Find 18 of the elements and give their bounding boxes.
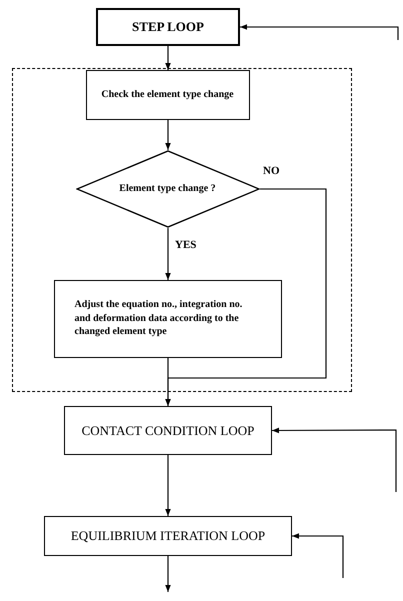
process-box: CONTACT CONDITION LOOP (64, 406, 272, 455)
dashed-group-box (12, 68, 352, 392)
arrow (165, 556, 171, 592)
arrow (165, 228, 171, 280)
arrow (292, 533, 344, 578)
process-box: Check the element type change (86, 70, 250, 120)
arrow (165, 46, 171, 70)
process-box: EQUILIBRIUM ITERATION LOOP (44, 516, 292, 556)
arrow (272, 428, 397, 492)
arrow (165, 455, 171, 516)
arrow (165, 358, 171, 406)
decision-diamond: Element type change ? (76, 150, 260, 228)
arrow (240, 24, 399, 40)
process-box: Adjust the equation no., integration no. and deformation data according to the changed element type (54, 280, 282, 358)
edge-label: NO (262, 166, 280, 177)
process-box: STEP LOOP (96, 8, 240, 46)
edge-label: YES (174, 240, 198, 251)
arrow (165, 120, 171, 150)
